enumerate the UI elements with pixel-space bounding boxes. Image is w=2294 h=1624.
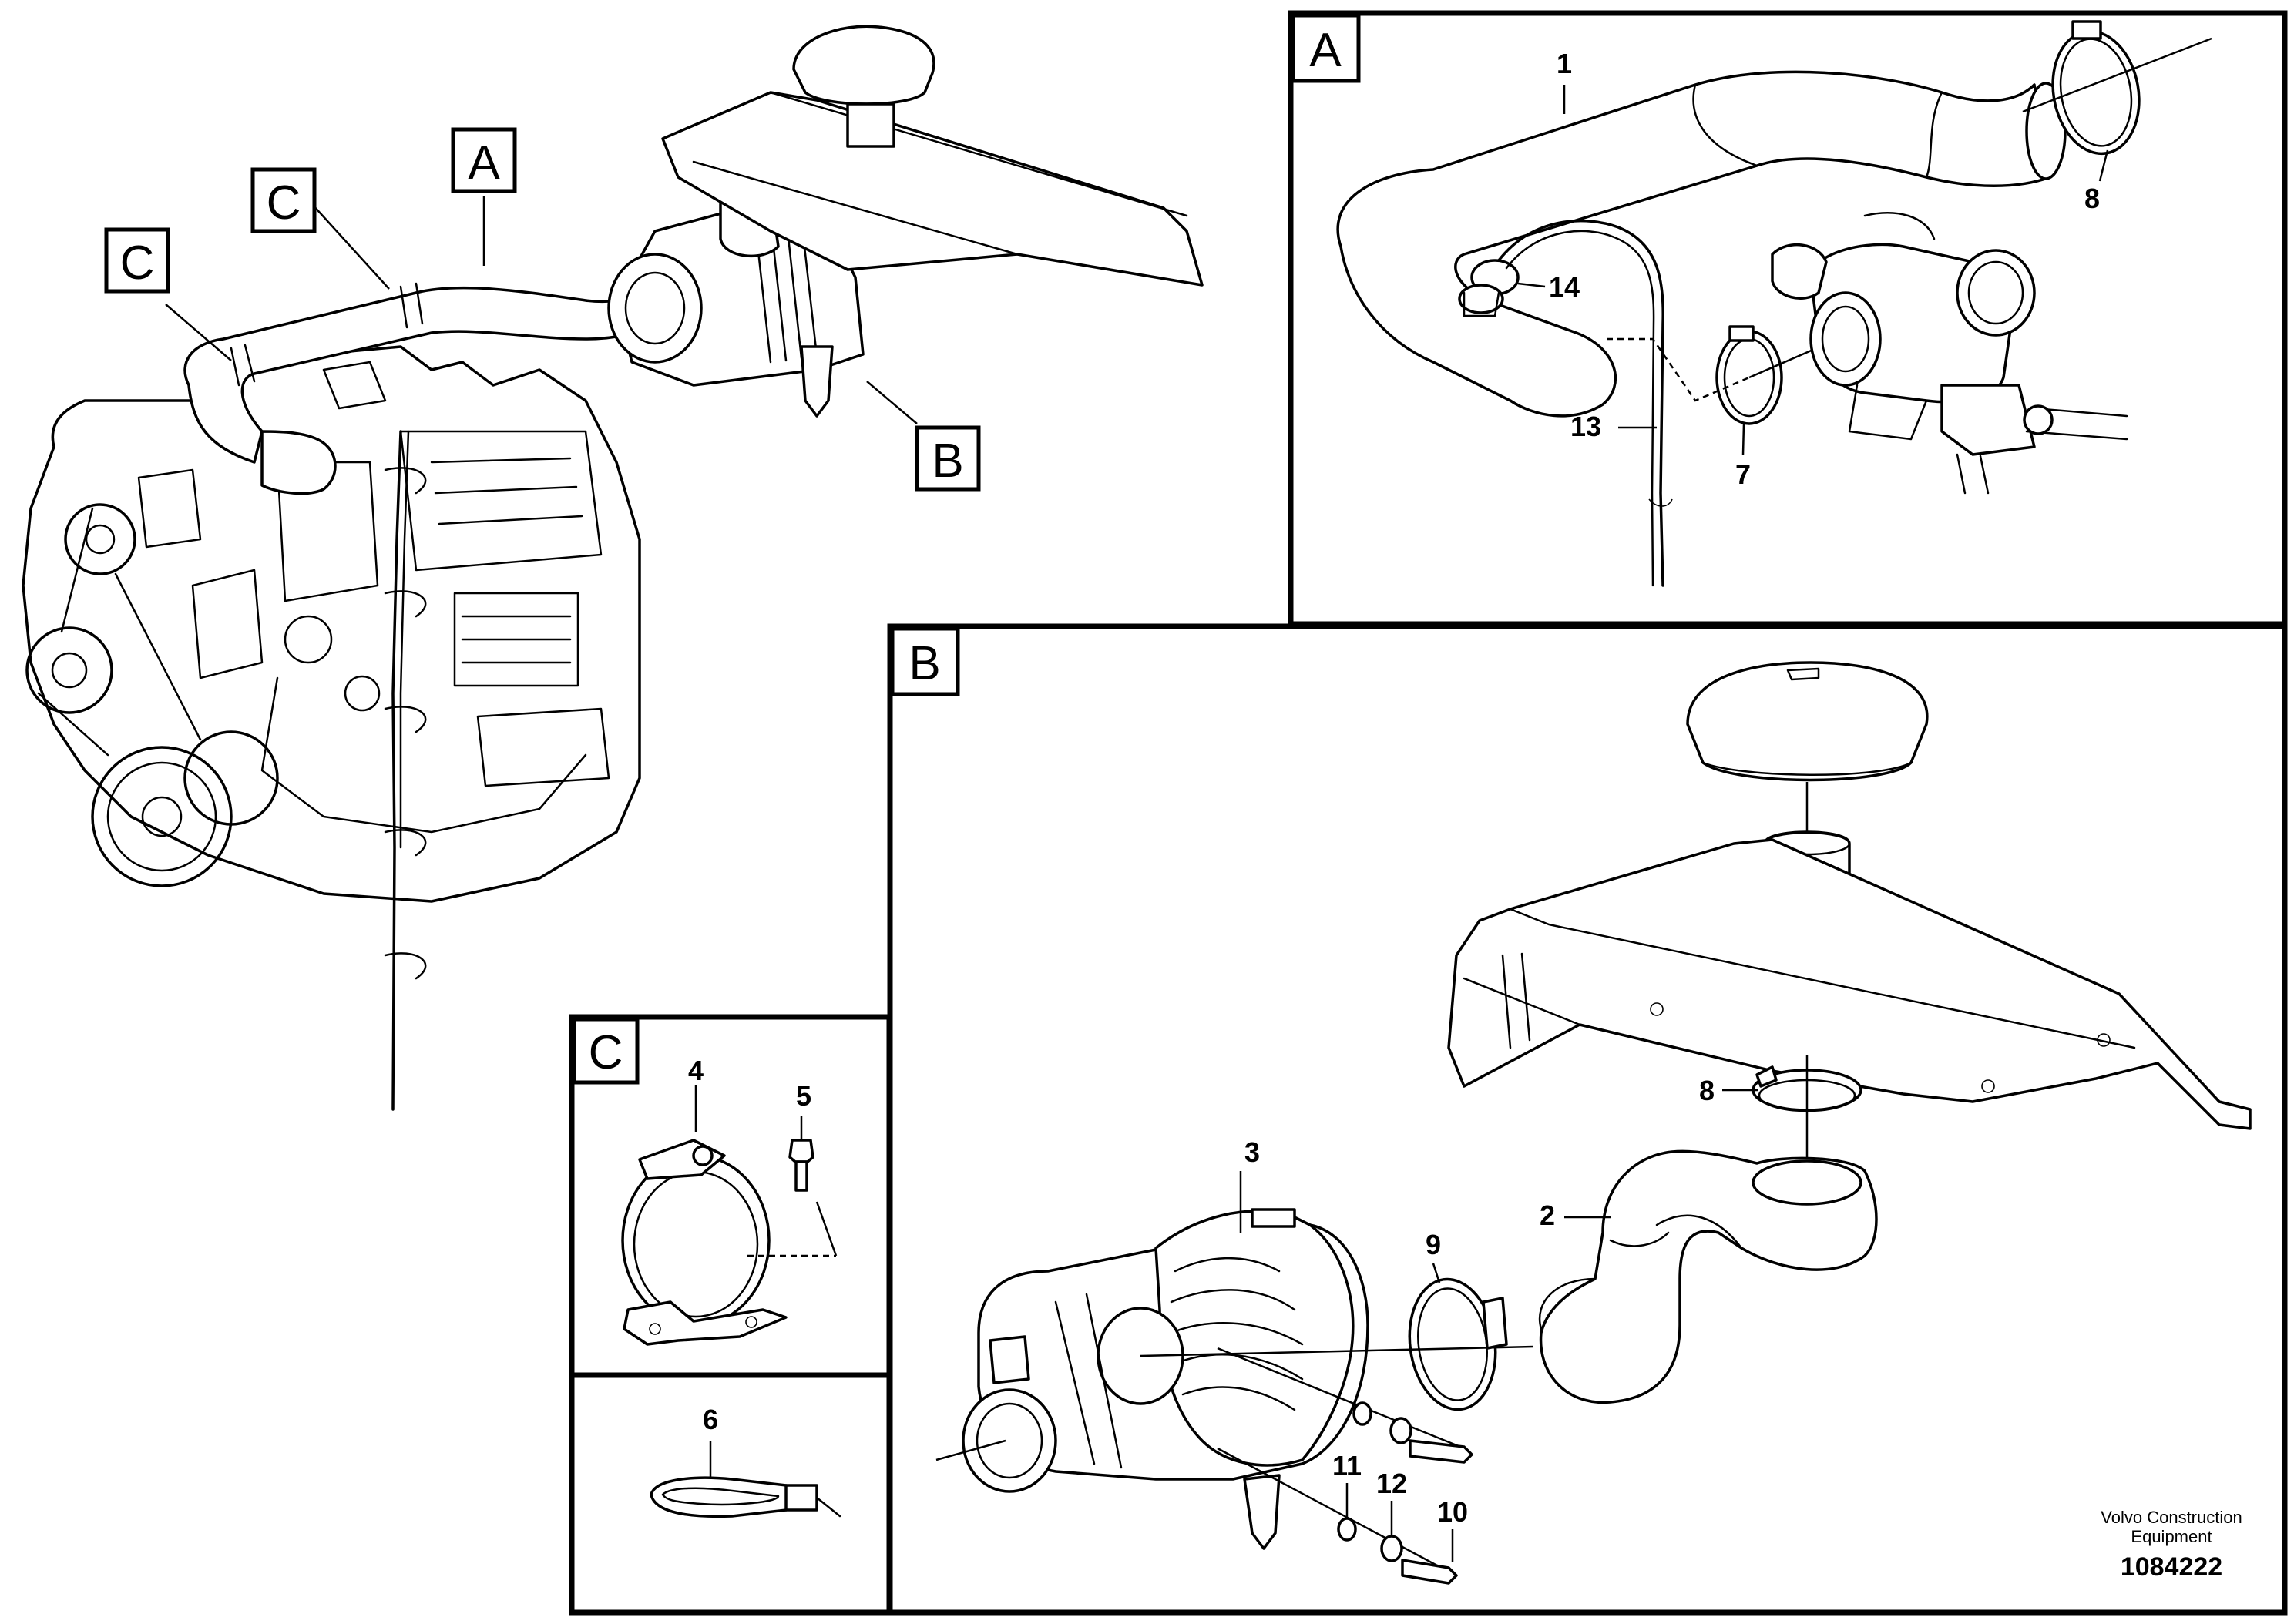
tag-a-text: A [468,136,500,190]
panel-a-tag: A [1309,24,1342,77]
tag-b-text: B [932,435,963,488]
panel-c-label-5: 5 [796,1080,811,1112]
overview-tag-b: B [915,425,981,492]
panel-b-label-11: 11 [1332,1450,1362,1481]
panel-a-label-14: 14 [1549,271,1580,303]
panel-a-label-13: 13 [1570,411,1601,442]
panel-c2-label-6: 6 [703,1404,718,1435]
company-name-line1: Volvo Construction [2101,1508,2242,1527]
panel-c-clamp-4 [621,1139,788,1346]
overview-tag-a: A [451,127,517,193]
engine-block-illustration [22,345,641,903]
tag-c-left-text: C [120,237,155,290]
panel-a-hose-13 [1497,219,1664,587]
panel-c-tag: C [589,1026,623,1079]
overview-tag-c-left: C [104,227,170,294]
panel-b: B [887,623,2288,1616]
tag-c-top-text: C [267,176,301,230]
panel-b-hose-2 [1539,1149,1878,1404]
panel-b-label-2: 2 [1540,1200,1555,1231]
panel-a-label-7: 7 [1735,458,1751,490]
overview-precleaner-cap [792,25,935,106]
overview-dipstick [391,430,402,1111]
overview-bracket-plate [661,91,1204,287]
panel-b-label-3: 3 [1244,1136,1260,1168]
panel-a-turbocharger [1771,212,2128,495]
panel-a-hose [1336,70,2051,418]
panel-b-air-cleaner-3 [962,1208,1369,1550]
overview-air-cleaner [607,177,865,418]
panel-b-tag: B [909,637,940,690]
panel-b-label-12: 12 [1376,1468,1407,1499]
cable-tie-6 [650,1476,841,1518]
panel-c-label-4: 4 [688,1055,704,1086]
panel-c-cable-tie: 6 [569,1372,892,1616]
panel-b-precleaner-cap [1686,661,1929,782]
panel-c: C 4 5 [569,1014,892,1378]
panel-a: A [1288,10,2288,627]
panel-b-label-8: 8 [1699,1075,1715,1106]
panel-a-sensor-14 [1458,259,1520,317]
panel-a-label-8: 8 [2084,183,2100,214]
overview-cable-ties [384,467,427,980]
panel-b-fasteners [1217,1347,1473,1585]
drawing-number: 1084222 [2121,1552,2222,1582]
overview-tag-c-top: C [250,167,317,233]
panel-c-bolt-5 [788,1139,814,1192]
engine-overview: C C A B [22,25,1204,1111]
panel-a-label-1: 1 [1557,48,1572,79]
panel-b-label-9: 9 [1426,1229,1441,1260]
panel-b-label-10: 10 [1437,1496,1468,1528]
company-name-line2: Equipment [2131,1527,2212,1546]
